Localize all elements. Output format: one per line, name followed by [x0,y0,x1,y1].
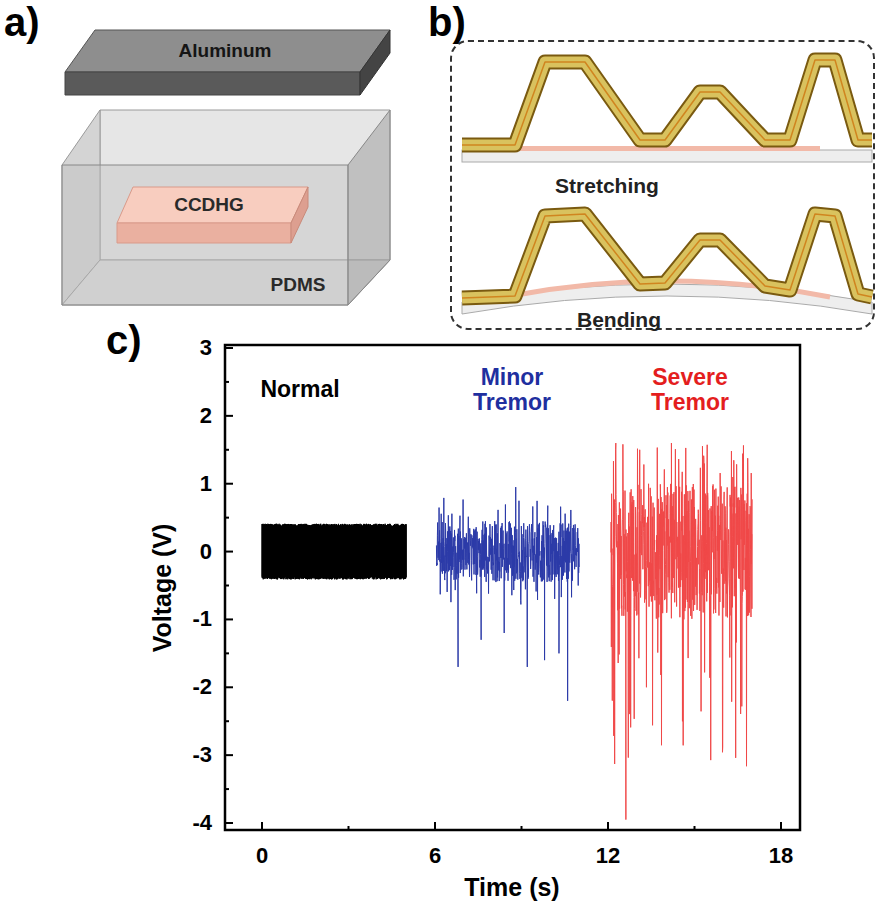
normal-trace [262,524,406,580]
axis-title: Voltage (V) [149,524,177,653]
shape-face [65,72,360,95]
series-label: Minor Tremor [473,365,551,416]
tick-label: 6 [429,844,441,868]
stretching-illustration [462,60,872,162]
shape-face [117,223,291,243]
substrate [462,150,872,162]
series-label: Normal [260,377,339,402]
ccdhg-layer: CCDHG [113,183,313,248]
tick-label: 2 [200,404,212,428]
panel-label: b) [428,0,466,44]
plot-frame [225,345,800,830]
tick-label: -4 [192,811,212,835]
dashed-panel: StretchingBending [450,40,875,330]
node-label: Aluminum [179,41,272,62]
shape-face [291,187,308,243]
shape-face [360,30,390,95]
aluminum-plate: Aluminum [60,25,395,100]
tick-label: 0 [256,844,268,868]
panel-label: a) [4,0,40,44]
node-label: Stretching [555,174,659,197]
tick-label: 18 [769,844,793,868]
node-label: CCDHG [174,195,244,216]
serpentine-ribbon [462,60,872,145]
tick-label: -1 [192,607,212,631]
tick-label: -3 [192,743,212,767]
node-label: Bending [577,308,661,331]
shape-face [62,165,348,305]
shape-face [348,110,390,305]
panel-label: c) [106,318,142,362]
tick-label: 1 [200,472,212,496]
tick-label: 12 [596,844,620,868]
voltage-plot [225,348,781,830]
tick-label: -2 [192,675,212,699]
tick-label: 3 [200,336,212,360]
shape-face [117,187,308,223]
ccdhg-layer-outline [113,183,313,248]
tick-label: 0 [200,539,212,563]
ribbon-trace [462,60,872,145]
ribbon-trace [462,214,872,298]
axis-title: Time (s) [464,874,559,902]
bending-illustration [462,214,872,314]
node-label: PDMS [271,275,326,296]
serpentine-ribbon-face [462,214,872,298]
series-label: Severe Tremor [651,365,729,416]
severe-tremor-trace [611,443,752,820]
serpentine-ribbon-face [462,60,872,145]
shape-face [65,30,390,72]
minor-tremor-trace [436,487,579,701]
serpentine-ribbon [462,214,872,298]
aluminum-plate-outline [60,25,395,100]
pdms-container: PDMS CCDHG [58,105,398,310]
